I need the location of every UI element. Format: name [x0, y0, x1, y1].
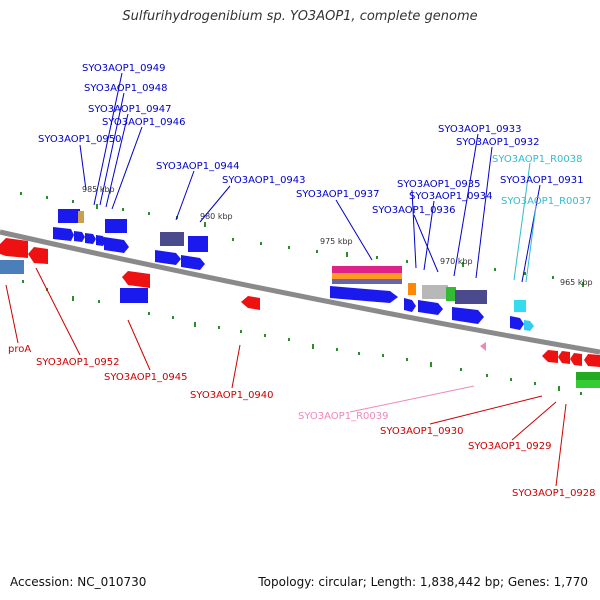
gene-label-0944: SYO3AOP1_0944 — [156, 161, 240, 172]
tick-label-985: 985 kbp — [82, 185, 115, 194]
tick-label-965: 965 kbp — [560, 278, 593, 287]
tick-label-980: 980 kbp — [200, 212, 233, 221]
forward-strand-features — [53, 209, 534, 331]
reverse-strand-features — [0, 238, 600, 388]
accession-text: Accession: NC_010730 — [10, 575, 147, 589]
genome-backbone — [0, 229, 600, 355]
genome-summary-text: Topology: circular; Length: 1,838,442 bp… — [258, 575, 588, 589]
tick-label-975: 975 kbp — [320, 237, 353, 246]
gene-label-0929: SYO3AOP1_0929 — [468, 441, 552, 452]
gene-label-proa: proA — [8, 344, 31, 355]
gene-label-r0038: SYO3AOP1_R0038 — [492, 154, 582, 165]
gene-label-0936: SYO3AOP1_0936 — [372, 205, 456, 216]
outer-tick-marks — [20, 192, 584, 287]
forward-leader-lines — [79, 72, 541, 283]
gene-label-0928: SYO3AOP1_0928 — [512, 488, 596, 499]
gene-label-0930: SYO3AOP1_0930 — [380, 426, 464, 437]
gene-label-r0039: SYO3AOP1_R0039 — [298, 411, 388, 422]
gene-label-0950: SYO3AOP1_0950 — [38, 134, 122, 145]
gene-label-0934: SYO3AOP1_0934 — [409, 191, 493, 202]
rna-leader-lines — [513, 162, 537, 283]
gene-label-0948: SYO3AOP1_0948 — [84, 83, 168, 94]
map-title: Sulfurihydrogenibium sp. YO3AOP1, comple… — [122, 9, 478, 24]
reverse-leader-lines — [5, 267, 567, 487]
gene-label-0935: SYO3AOP1_0935 — [397, 179, 481, 190]
gene-label-0933: SYO3AOP1_0933 — [438, 124, 522, 135]
gene-label-0937: SYO3AOP1_0937 — [296, 189, 380, 200]
gene-label-0931: SYO3AOP1_0931 — [500, 175, 584, 186]
gene-label-r0037: SYO3AOP1_R0037 — [501, 196, 591, 207]
gene-label-0949: SYO3AOP1_0949 — [82, 63, 166, 74]
gene-label-0943: SYO3AOP1_0943 — [222, 175, 306, 186]
gene-label-0945: SYO3AOP1_0945 — [104, 372, 188, 383]
gene-label-0946: SYO3AOP1_0946 — [102, 117, 186, 128]
gene-label-0940: SYO3AOP1_0940 — [190, 390, 274, 401]
gene-label-0947: SYO3AOP1_0947 — [88, 104, 172, 115]
gene-label-0952: SYO3AOP1_0952 — [36, 357, 120, 368]
inner-tick-marks — [22, 280, 582, 395]
reverse-gene-labels: proA SYO3AOP1_0952 SYO3AOP1_0945 SYO3AOP… — [8, 344, 596, 499]
pseudo-leader-line — [349, 385, 475, 413]
rna-gene-labels: SYO3AOP1_R0038 SYO3AOP1_R0037 — [492, 154, 591, 207]
gene-label-0932: SYO3AOP1_0932 — [456, 137, 540, 148]
forward-gene-labels: SYO3AOP1_0949 SYO3AOP1_0948 SYO3AOP1_094… — [38, 63, 584, 216]
